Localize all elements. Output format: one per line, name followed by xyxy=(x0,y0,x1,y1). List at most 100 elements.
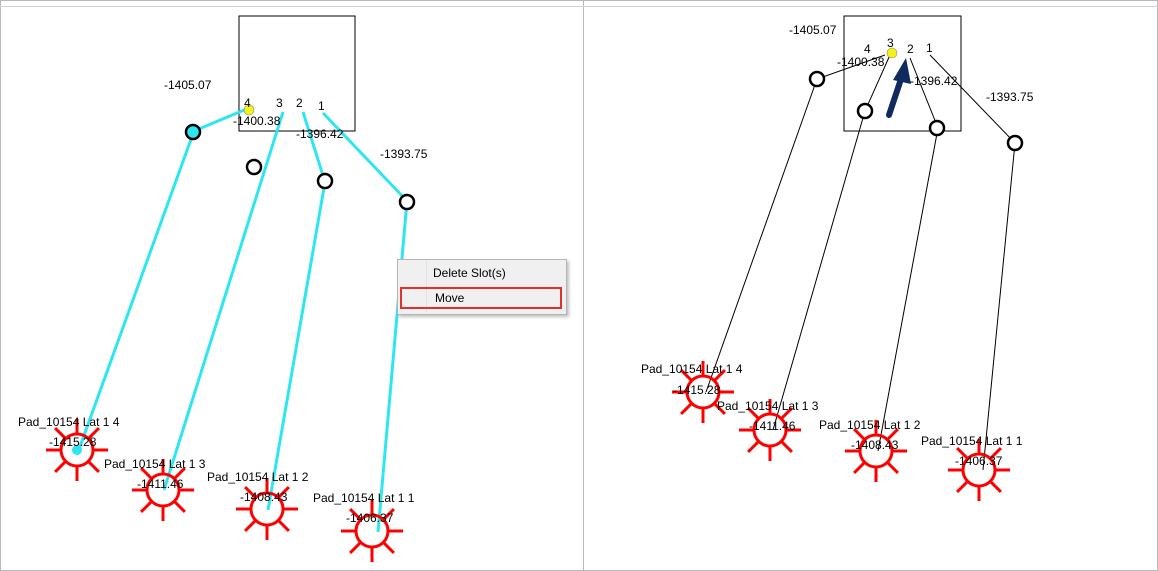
left-pad-2[interactable] xyxy=(236,478,298,540)
right-value-label: -1396.42 xyxy=(910,74,958,88)
right-pad-name: Pad_10154 Lat 1 1 xyxy=(921,434,1023,448)
pad-ring xyxy=(961,452,997,488)
right-pad-2[interactable] xyxy=(845,420,907,482)
menu-separator xyxy=(426,260,427,312)
pad-ray xyxy=(989,480,1002,493)
pad-ray xyxy=(349,541,362,554)
right-bond-circle[interactable] xyxy=(856,102,874,120)
pad-ray xyxy=(173,500,186,513)
left-pad-value: -1406.37 xyxy=(346,511,394,525)
right-bond-circle[interactable] xyxy=(928,119,946,137)
left-slot-dot[interactable] xyxy=(243,104,255,116)
move-arrow-icon xyxy=(886,58,911,118)
pad-ring xyxy=(858,433,894,469)
right-slot-label: 1 xyxy=(926,41,933,55)
pad-ray xyxy=(989,447,1002,460)
right-pad-value: -1411.46 xyxy=(749,419,796,433)
left-wire-2[interactable] xyxy=(266,111,327,511)
left-pad-4[interactable] xyxy=(46,419,108,481)
right-slot-label: 4 xyxy=(864,42,871,56)
right-wire-4[interactable] xyxy=(705,54,886,393)
right-pad-value: -1408.43 xyxy=(851,438,899,452)
left-wire-4[interactable] xyxy=(76,106,250,453)
left-value-label: -1405.07 xyxy=(164,78,212,92)
left-pad-value: -1415.28 xyxy=(49,435,97,449)
pad-ray xyxy=(87,460,100,473)
pad-ray xyxy=(886,461,899,474)
pad-ray xyxy=(54,427,67,440)
left-pad-selected-dot xyxy=(72,445,82,455)
left-pad-name: Pad_10154 Lat 1 3 xyxy=(104,457,206,471)
right-bond-circle[interactable] xyxy=(1006,134,1024,152)
pad-ray xyxy=(747,407,760,420)
pad-ray xyxy=(680,402,693,415)
left-pad-value: -1411.46 xyxy=(137,477,184,491)
pad-ring xyxy=(752,412,788,448)
pad-ray xyxy=(140,500,153,513)
pad-ring xyxy=(685,374,721,410)
left-value-label: -1393.75 xyxy=(380,147,428,161)
left-bond-circle[interactable] xyxy=(316,172,334,190)
pad-ray xyxy=(277,519,290,532)
left-slot-label: 2 xyxy=(296,96,303,110)
right-value-label: -1393.75 xyxy=(986,90,1034,104)
pad-ray xyxy=(780,407,793,420)
pad-ray xyxy=(956,447,969,460)
right-pad-name: Pad_10154 Lat 1 2 xyxy=(819,418,921,432)
left-bond-circle[interactable] xyxy=(184,123,202,141)
left-chip-box[interactable] xyxy=(238,15,356,132)
left-slot-label: 4 xyxy=(244,96,251,110)
pad-ray xyxy=(780,440,793,453)
right-pad-name: Pad_10154 Lat 1 4 xyxy=(641,362,743,376)
left-pad-name: Pad_10154 Lat 1 1 xyxy=(313,491,415,505)
pad-ring xyxy=(249,491,285,527)
right-wire-1[interactable] xyxy=(929,54,1016,471)
right-panel: 4 3 2 1 -1405.07 -1400.38 -1396.42 -1393… xyxy=(641,15,1034,501)
right-chip-box[interactable] xyxy=(843,15,962,132)
right-bond-circle[interactable] xyxy=(808,70,826,88)
right-slot-dot[interactable] xyxy=(886,47,898,59)
pad-ray xyxy=(244,486,257,499)
pad-ray xyxy=(87,427,100,440)
left-pad-1[interactable] xyxy=(341,500,403,562)
pad-ray xyxy=(277,486,290,499)
pad-ray xyxy=(382,541,395,554)
pad-ray xyxy=(886,428,899,441)
pad-ray xyxy=(713,369,726,382)
pad-ray xyxy=(853,428,866,441)
pad-ray xyxy=(382,508,395,521)
pad-ray xyxy=(853,461,866,474)
pad-ray xyxy=(140,467,153,480)
left-wire-1[interactable] xyxy=(321,111,409,533)
right-slot-label: 3 xyxy=(887,36,894,50)
right-value-label: -1400.38 xyxy=(837,55,885,69)
pad-ray xyxy=(173,467,186,480)
right-value-label: -1405.07 xyxy=(789,23,837,37)
right-pad-4[interactable] xyxy=(672,361,734,423)
pad-ring xyxy=(354,513,390,549)
left-value-label: -1400.38 xyxy=(233,114,281,128)
menu-item-move[interactable]: Move xyxy=(400,287,562,309)
pad-ring xyxy=(145,472,181,508)
left-pad-3[interactable] xyxy=(132,459,194,521)
left-bond-circle[interactable] xyxy=(245,158,263,176)
pad-ray xyxy=(244,519,257,532)
pad-ray xyxy=(956,480,969,493)
left-pad-value: -1408.43 xyxy=(240,490,288,504)
right-pad-3[interactable] xyxy=(739,399,801,461)
right-pad-name: Pad_10154 Lat 1 3 xyxy=(717,399,819,413)
pad-ray xyxy=(680,369,693,382)
menu-item-delete-slots[interactable]: Delete Slot(s) xyxy=(433,266,506,280)
left-slot-label: 1 xyxy=(318,99,325,113)
pad-ring xyxy=(59,432,95,468)
left-bond-circle[interactable] xyxy=(398,193,416,211)
pad-ray xyxy=(349,508,362,521)
left-pad-name: Pad_10154 Lat 1 2 xyxy=(207,470,309,484)
right-pad-value: -1415.28 xyxy=(673,383,721,397)
context-menu: Delete Slot(s) Move xyxy=(397,259,567,315)
left-wire-3[interactable] xyxy=(162,111,285,491)
right-slot-label: 2 xyxy=(907,42,914,56)
right-pad-value: -1406.37 xyxy=(955,454,1003,468)
left-panel: 4 3 2 1 -1405.07 -1400.38 -1396.42 -1393… xyxy=(18,15,428,562)
right-pad-1[interactable] xyxy=(948,439,1010,501)
